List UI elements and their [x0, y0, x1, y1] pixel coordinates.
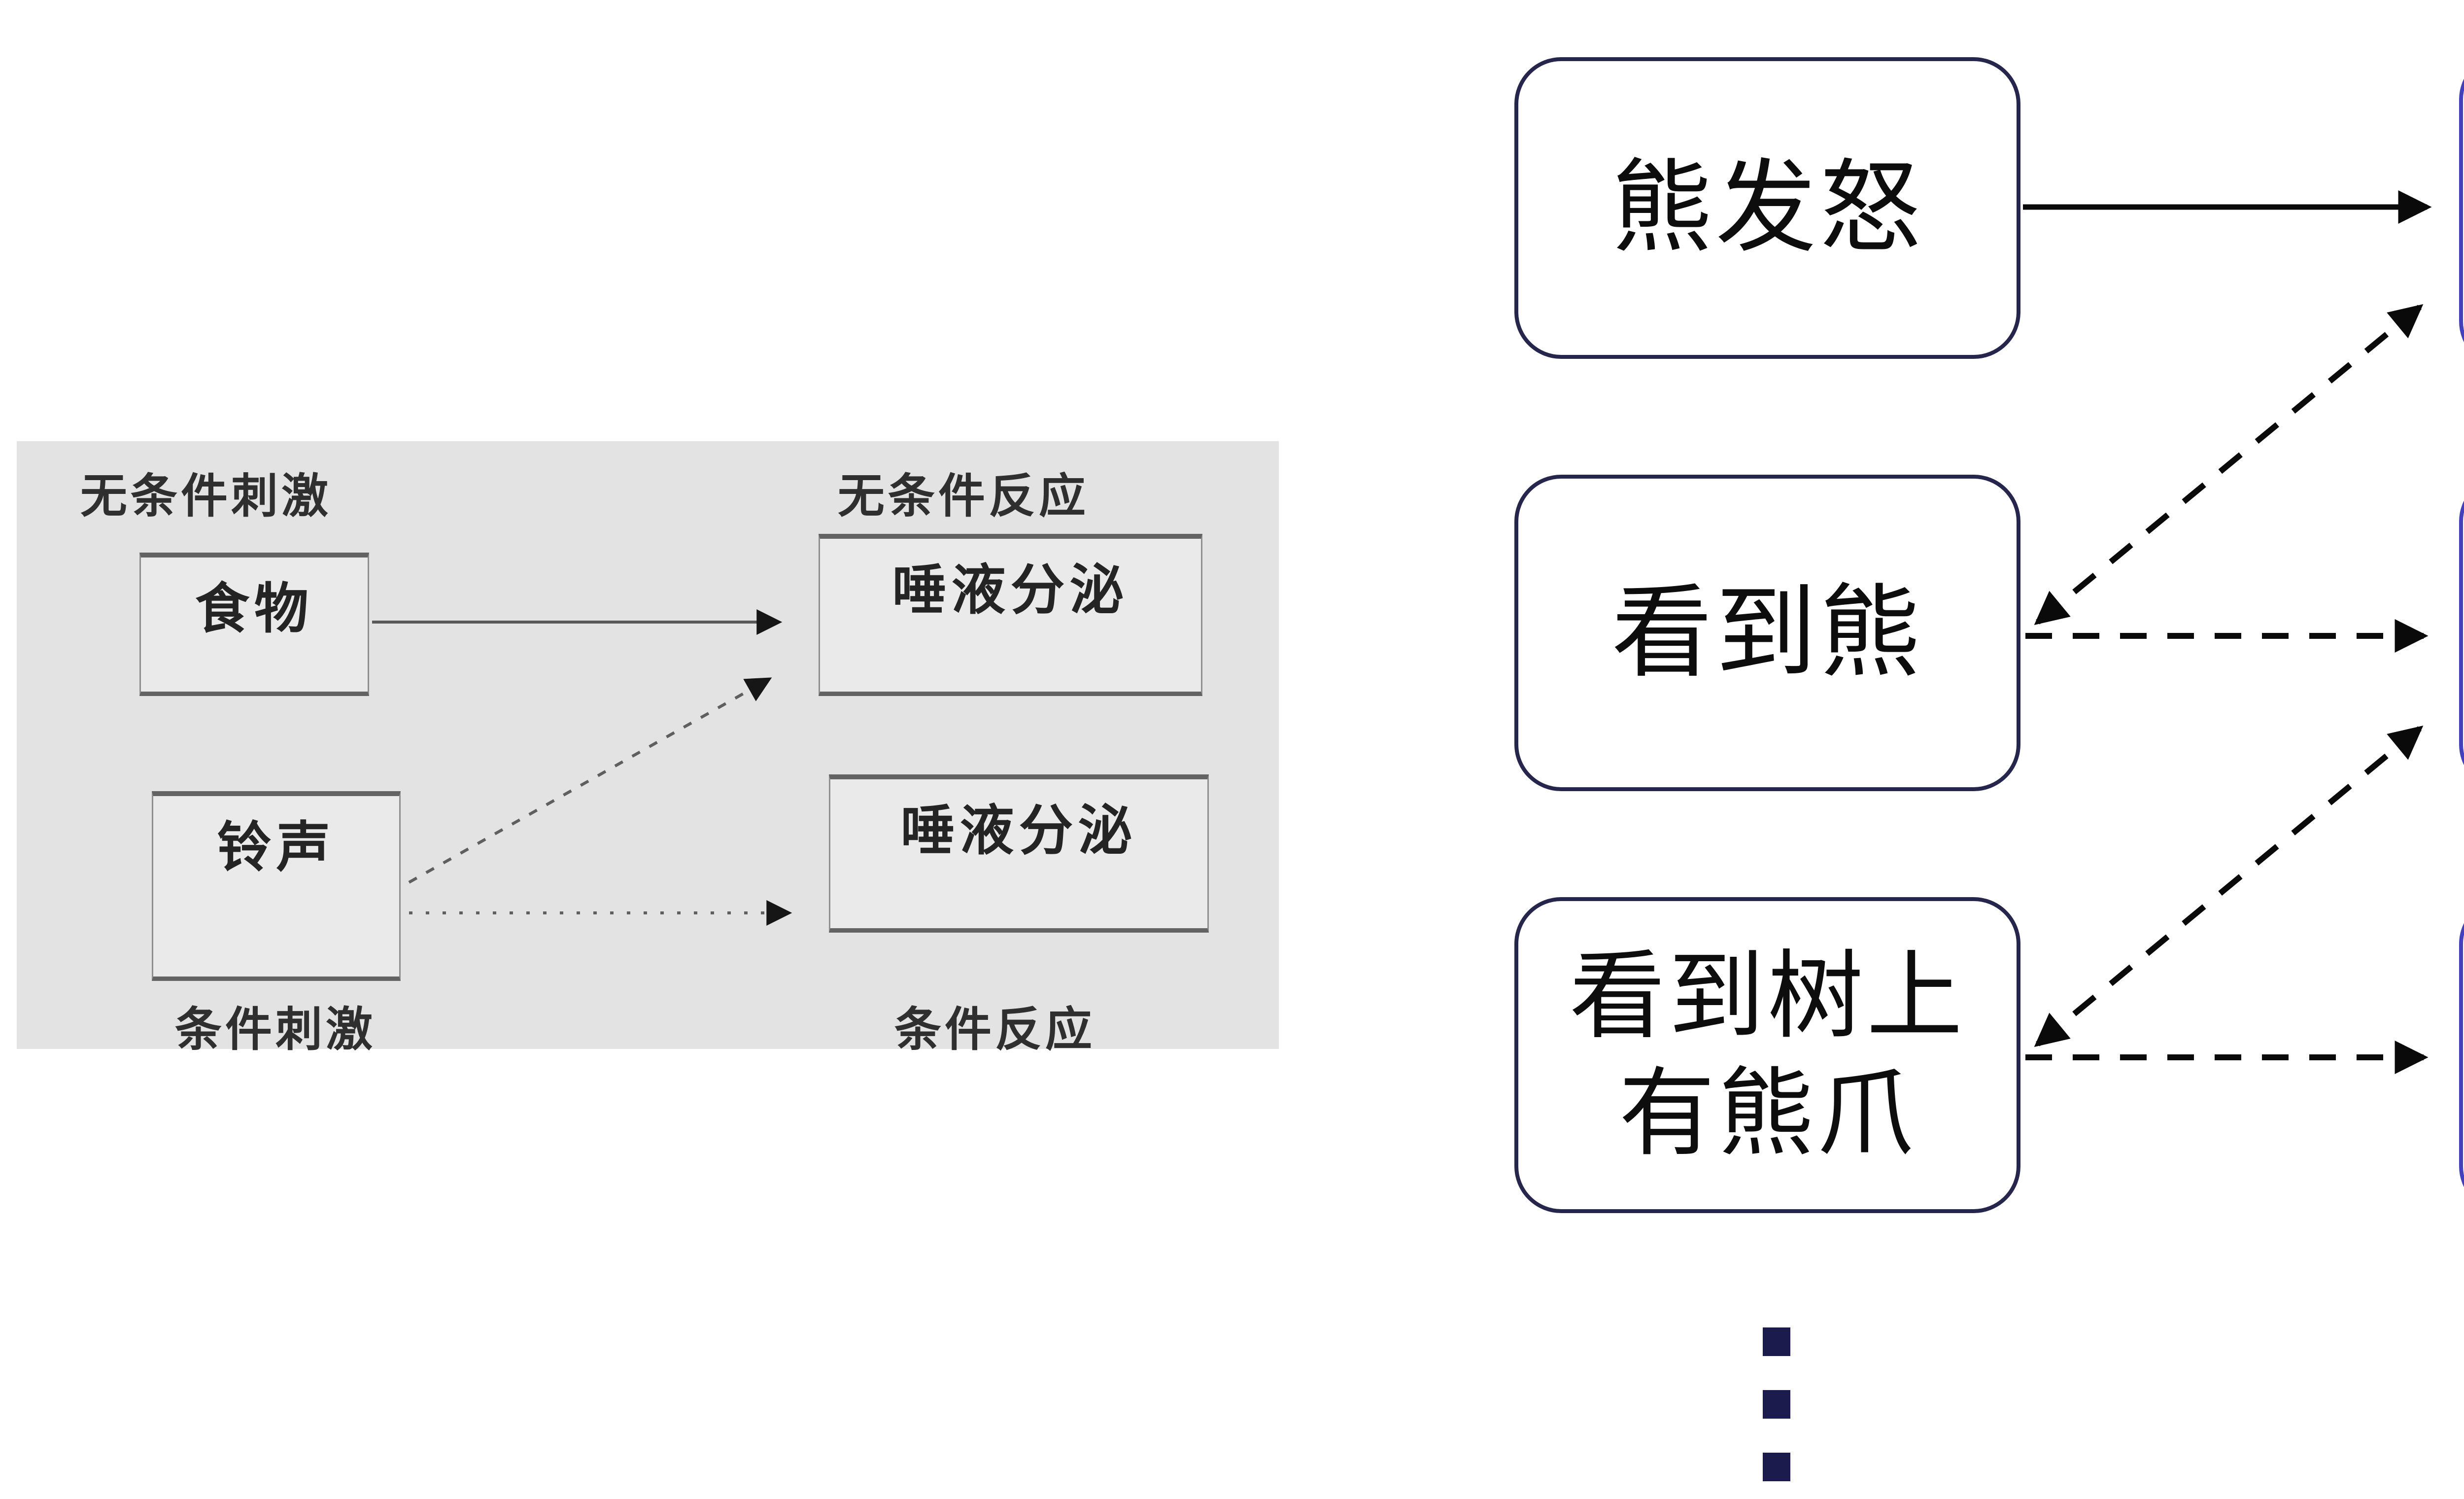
bear-rage-label: 熊发怒 [1611, 151, 1923, 264]
food-box: 食物 [139, 553, 369, 696]
arrow-see-claw-value-next-dashed [2034, 725, 2424, 1047]
unconditioned-response-label: 无条件反应 [838, 470, 1090, 523]
see-bear-box: 看到熊 [1514, 475, 2020, 791]
value-current-box: V(s) [2459, 897, 2464, 1213]
conditioned-response-label: 条件反应 [894, 1004, 1096, 1056]
arrow-see-bear-reward-dashed [2034, 304, 2424, 626]
bell-box: 铃声 [152, 791, 401, 981]
conditioned-stimulus-label: 条件刺激 [175, 1004, 376, 1056]
unconditioned-stimulus-label: 无条件刺激 [80, 470, 332, 523]
see-claw-label-line2: 有熊爪 [1619, 1059, 1916, 1167]
bell-box-label: 铃声 [217, 817, 336, 878]
ellipsis-left-dot-1 [1763, 1327, 1790, 1356]
see-bear-label: 看到熊 [1611, 576, 1923, 689]
bear-rage-box: 熊发怒 [1514, 57, 2020, 359]
salivation-bottom-box: 唾液分泌 [829, 774, 1209, 933]
see-claw-box: 看到树上 有熊爪 [1514, 897, 2020, 1213]
ellipsis-left-dot-3 [1763, 1453, 1790, 1481]
salivation-bottom-label: 唾液分泌 [900, 801, 1137, 861]
see-claw-label-line1: 看到树上 [1569, 942, 1966, 1050]
ellipsis-left-dot-2 [1763, 1390, 1790, 1419]
reward-box: 奖励 [2459, 53, 2464, 368]
value-next-box: V(s′) [2459, 475, 2464, 791]
salivation-top-box: 唾液分泌 [819, 534, 1202, 696]
salivation-top-label: 唾液分泌 [892, 560, 1129, 621]
food-box-label: 食物 [195, 579, 313, 639]
